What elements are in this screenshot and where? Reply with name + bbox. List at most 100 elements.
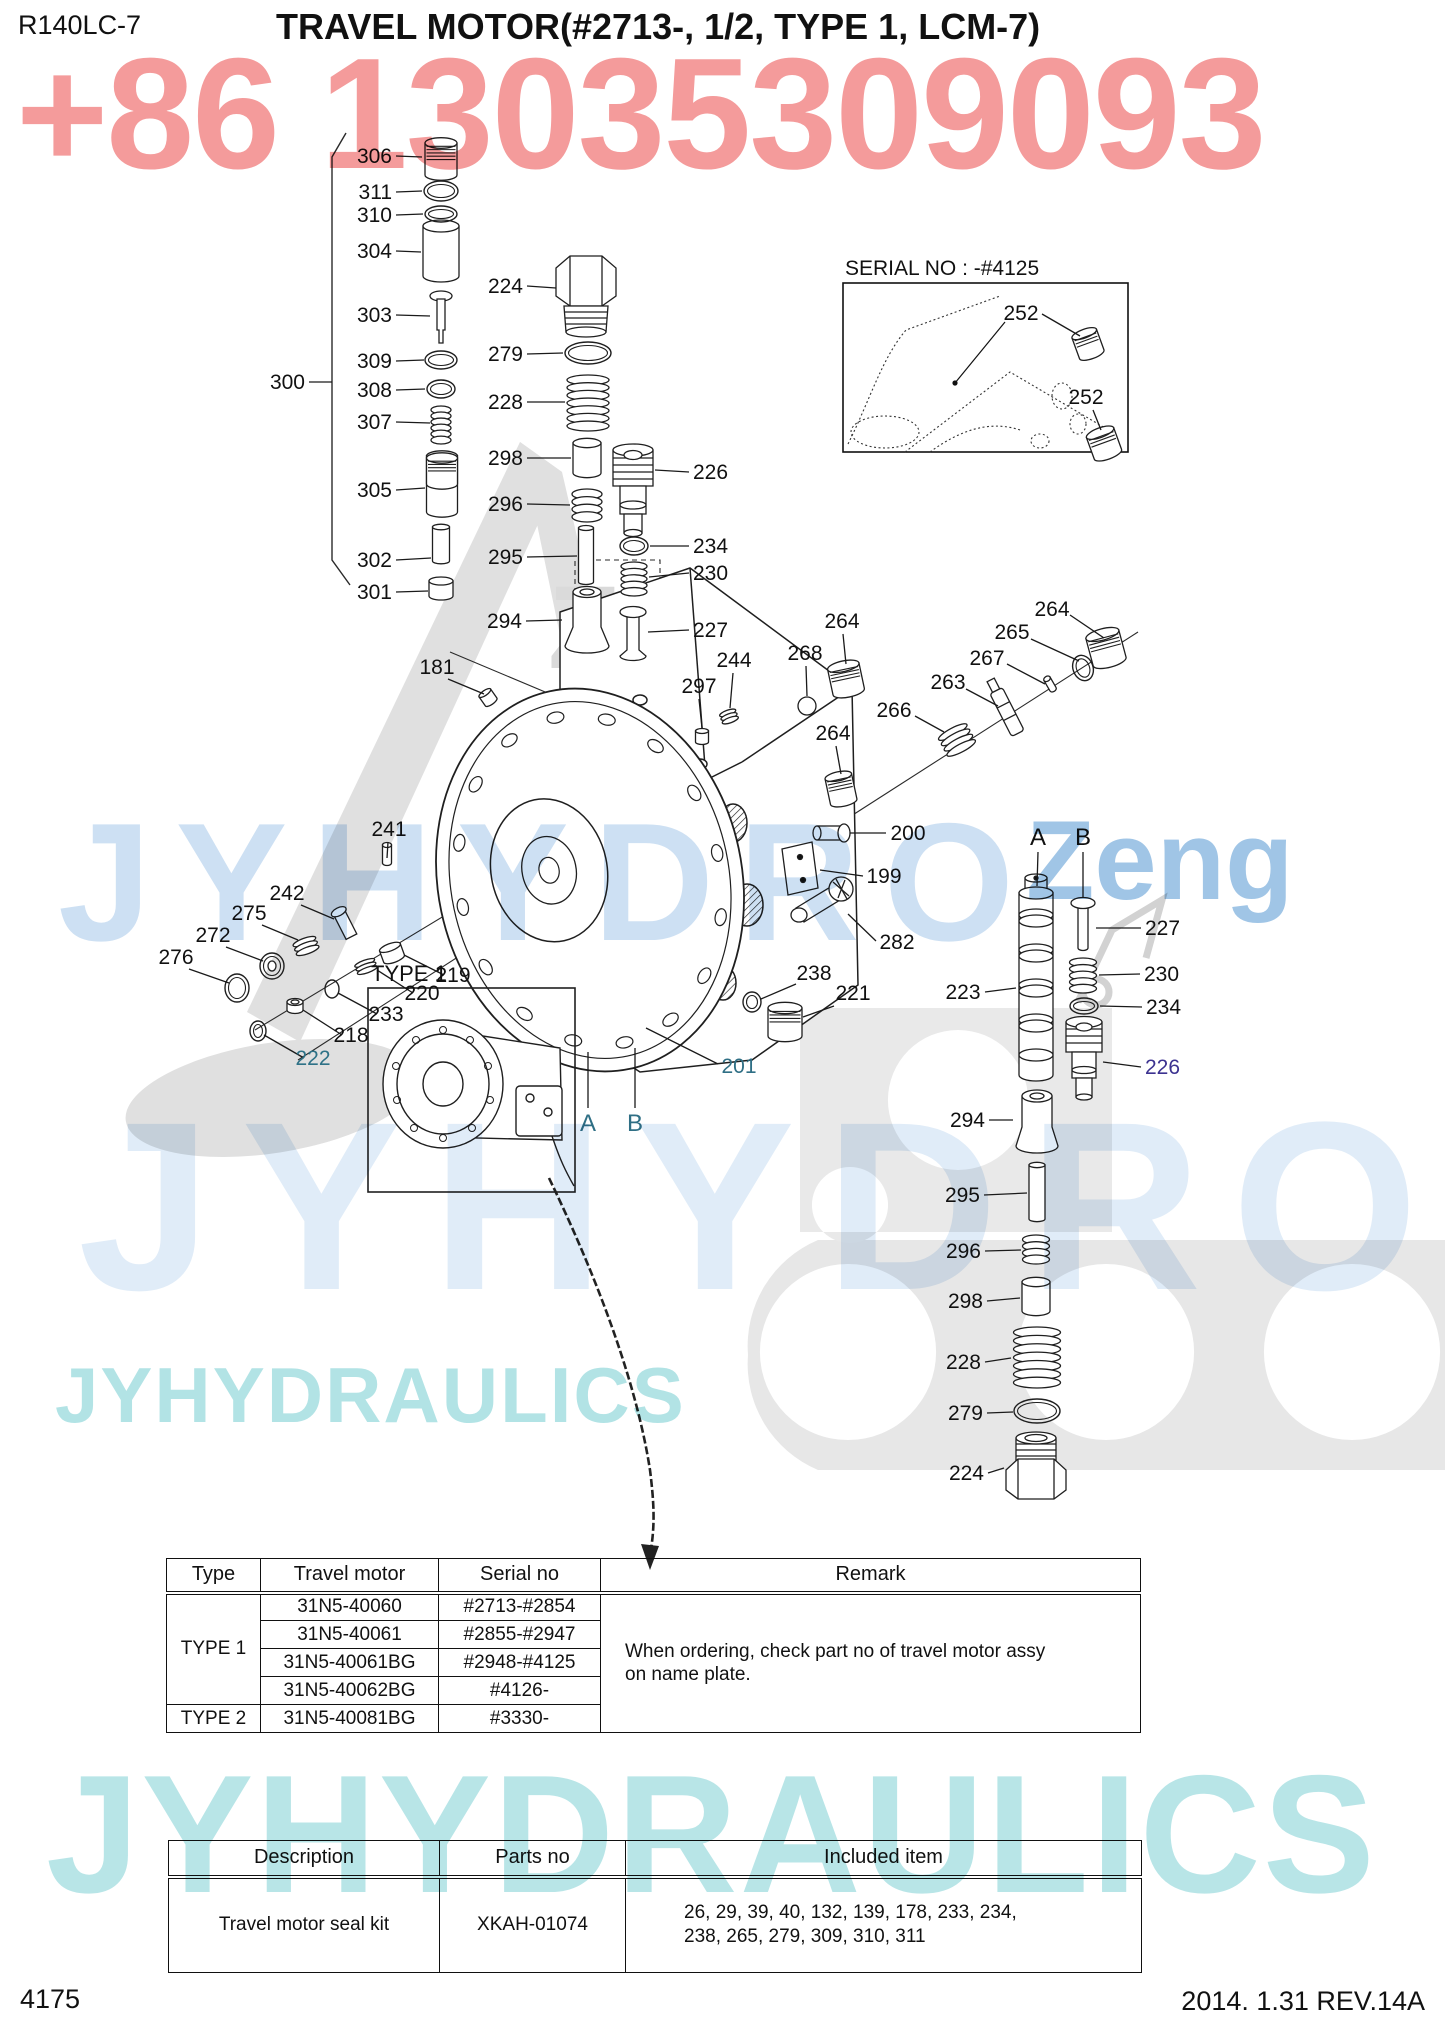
special-parts: [267, 143, 1103, 1500]
part-valve-226-mid: [612, 443, 654, 538]
part-label-298: 298: [488, 447, 523, 470]
part-label-222: 222: [295, 1047, 330, 1070]
included-line-1: 26, 29, 39, 40, 132, 139, 178, 233, 234,: [684, 1902, 1017, 1924]
part-pin-227-mid: [619, 605, 647, 662]
part-label-serial-no-#4125: SERIAL NO : -#4125: [845, 257, 1039, 280]
part-label-241: 241: [371, 818, 406, 841]
included-line-2: 238, 265, 279, 309, 310, 311: [684, 1926, 926, 1948]
motor-cell: 31N5-40081BG: [260, 1704, 439, 1733]
part-label-306: 306: [357, 145, 392, 168]
part-label-244: 244: [716, 649, 751, 672]
part-label-268: 268: [787, 642, 822, 665]
parts-no-cell: XKAH-01074: [439, 1876, 626, 1973]
part-hex-plug-224-right: [1005, 1431, 1067, 1500]
part-label-252: 252: [1003, 302, 1038, 325]
table-row: 31N5-40061 #2855-#2947: [167, 1620, 1141, 1649]
flange-disc: [435, 687, 745, 1073]
part-label-267: 267: [969, 647, 1004, 670]
col-type: Type: [166, 1558, 261, 1595]
motor-cell: 31N5-40062BG: [260, 1676, 439, 1705]
part-label-301: 301: [357, 581, 392, 604]
part-label-304: 304: [357, 240, 392, 263]
remark-cell: When ordering, check part no of travel m…: [600, 1592, 1141, 1733]
part-label-233: 233: [368, 1003, 403, 1026]
seal-kit-table: Description Parts no Included item Trave…: [168, 1840, 1142, 1973]
part-label-200: 200: [890, 822, 925, 845]
part-bushing-294-mid: [564, 585, 610, 654]
part-label-311: 311: [359, 181, 392, 204]
part-label-234: 234: [693, 535, 728, 558]
part-label-238: 238: [796, 962, 831, 985]
serial-cell: #2948-#4125: [438, 1648, 601, 1677]
table2-header-row: Description Parts no Included item: [168, 1840, 1142, 1879]
table-row: TYPE 2 31N5-40081BG #3330-: [166, 1704, 1141, 1733]
part-label-199: 199: [866, 865, 901, 888]
part-ball-268: [797, 696, 817, 716]
part-label-201: 201: [721, 1055, 756, 1078]
part-label-282: 282: [879, 931, 914, 954]
part-label-302: 302: [357, 549, 392, 572]
part-label-295: 295: [945, 1184, 980, 1207]
part-label-type-1: TYPE 1: [371, 961, 447, 986]
part-label-b: B: [627, 1110, 643, 1137]
part-bushing-294-right: [1015, 1089, 1059, 1154]
part-label-294: 294: [950, 1109, 985, 1132]
part-label-276: 276: [158, 946, 193, 969]
page-number: 4175: [20, 1984, 81, 2014]
generated-parts: [224, 137, 1127, 1424]
part-label-220: 220: [404, 982, 439, 1005]
part-label-a: A: [580, 1110, 596, 1137]
part-label-227: 227: [1145, 917, 1180, 940]
part-pin-227-right: [1070, 896, 1096, 952]
page-title: TRAVEL MOTOR(#2713-, 1/2, TYPE 1, LCM-7): [276, 6, 1041, 47]
part-label-226: 226: [693, 461, 728, 484]
col-serial-no: Serial no: [438, 1558, 601, 1595]
part-label-296: 296: [946, 1240, 981, 1263]
col-remark: Remark: [600, 1558, 1141, 1595]
col-parts-no: Parts no: [439, 1840, 626, 1879]
part-hex-plug-224-mid: [555, 255, 617, 338]
part-label-224: 224: [488, 275, 523, 298]
part-label-279: 279: [948, 1402, 983, 1425]
part-washer-272-hole: [267, 960, 277, 972]
remark-line-2: on name plate.: [625, 1664, 751, 1686]
part-label-266: 266: [876, 699, 911, 722]
table-row: TYPE 1 31N5-40060 #2713-#2854 When order…: [166, 1592, 1141, 1733]
part-label-242: 242: [269, 882, 304, 905]
part-label-219: 219: [435, 964, 470, 987]
part-label-230: 230: [1144, 963, 1179, 986]
part-label-227: 227: [693, 619, 728, 642]
part-label-297: 297: [681, 675, 716, 698]
part-label-296: 296: [488, 493, 523, 516]
part-nut-218: [286, 997, 304, 1015]
col-travel-motor: Travel motor: [260, 1558, 439, 1595]
part-label-226: 226: [1145, 1056, 1180, 1079]
diagram-labels: 3063113103043033093083073053023013002242…: [158, 145, 1181, 1485]
part-label-223: 223: [945, 981, 980, 1004]
table-row: Travel motor seal kit XKAH-01074 26, 29,…: [168, 1876, 1142, 1973]
motor-cell: 31N5-40060: [260, 1592, 439, 1621]
part-label-298: 298: [948, 1290, 983, 1313]
type1-cell: TYPE 1: [166, 1592, 261, 1705]
col-included-item: Included item: [625, 1840, 1142, 1879]
part-pin-303: [429, 290, 453, 344]
description-cell: Travel motor seal kit: [168, 1876, 440, 1973]
part-label-310: 310: [357, 204, 392, 227]
serial-range-table: Type Travel motor Serial no Remark TYPE …: [166, 1558, 1141, 1733]
motor-cell: 31N5-40061BG: [260, 1648, 439, 1677]
col-description: Description: [168, 1840, 440, 1879]
part-label-181: 181: [419, 656, 454, 679]
part-label-264: 264: [1034, 598, 1069, 621]
serial-cell: #2855-#2947: [438, 1620, 601, 1649]
part-label-265: 265: [994, 621, 1029, 644]
part-bolt-282: [790, 876, 854, 923]
table1-header-row: Type Travel motor Serial no Remark: [166, 1558, 1141, 1595]
remark-line-1: When ordering, check part no of travel m…: [625, 1641, 1046, 1663]
part-label-234: 234: [1146, 996, 1181, 1019]
type1-box: [367, 987, 576, 1193]
part-label-305: 305: [357, 479, 392, 502]
part-label-221: 221: [835, 982, 870, 1005]
revision-date: 2014. 1.31 REV.14A: [1181, 1986, 1425, 2016]
part-plate-199: [781, 841, 819, 896]
